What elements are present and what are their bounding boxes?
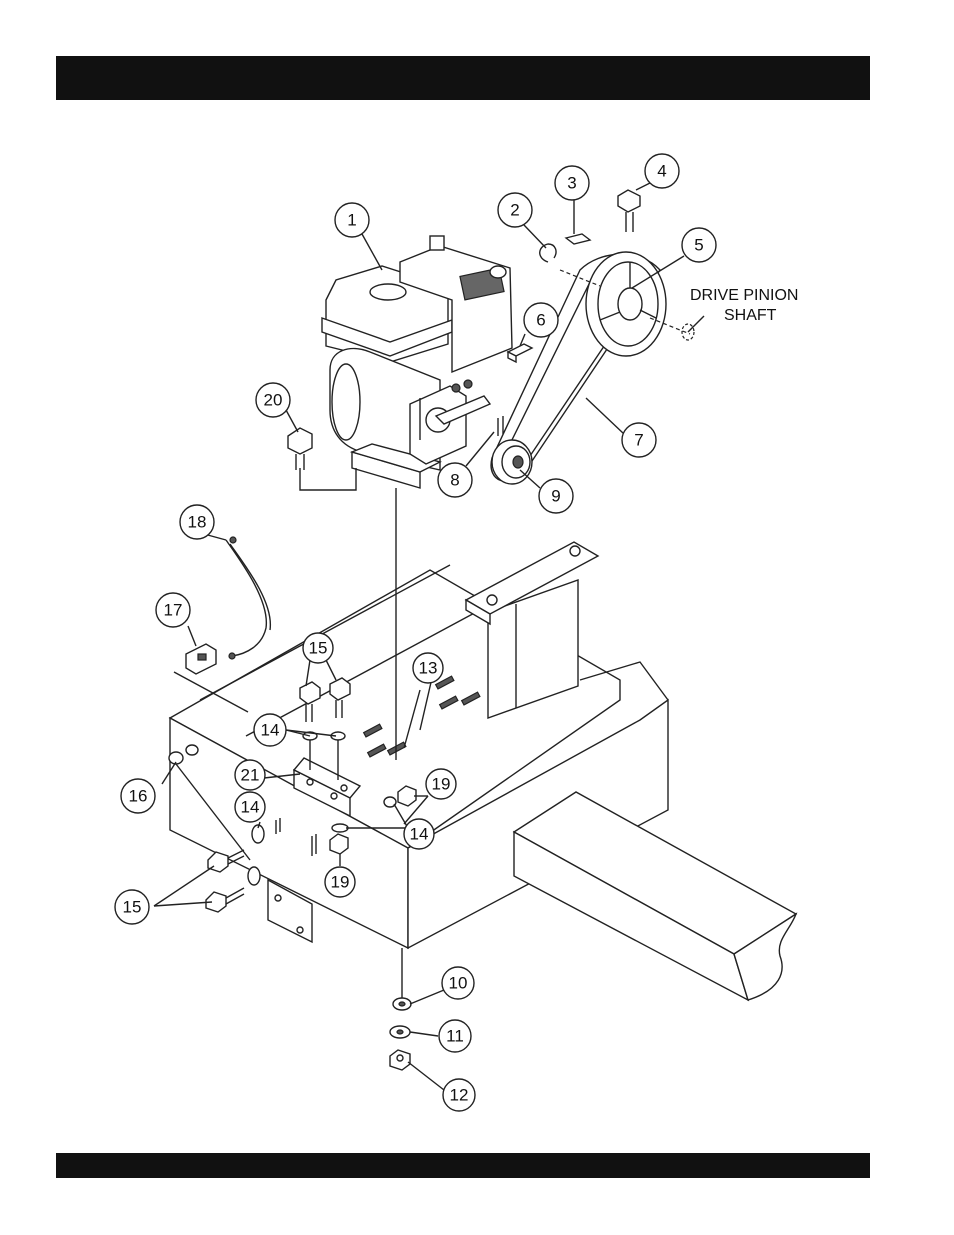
callout-15-lower: 15	[115, 890, 149, 924]
drive-pulley-5	[586, 252, 666, 356]
callout-20: 20	[256, 383, 290, 417]
svg-text:16: 16	[129, 787, 148, 806]
callout-14-right: 14	[404, 819, 434, 849]
callout-6: 6	[524, 303, 558, 337]
drive-pinion-label-line2: SHAFT	[724, 307, 777, 324]
svg-text:14: 14	[261, 721, 280, 740]
callout-14-upper: 14	[254, 714, 286, 746]
callout-19-lower: 19	[325, 867, 355, 897]
retaining-ring-2	[540, 244, 556, 262]
set-screw-8	[498, 416, 503, 436]
bolt-4	[618, 190, 640, 232]
wire-18	[226, 540, 266, 656]
callout-17: 17	[156, 593, 190, 627]
svg-text:8: 8	[450, 471, 459, 490]
drive-pinion-label-line1: DRIVE PINION	[690, 287, 798, 304]
washer-14f	[332, 824, 348, 832]
svg-text:10: 10	[449, 974, 468, 993]
callout-13: 13	[413, 653, 443, 683]
svg-text:9: 9	[551, 487, 560, 506]
engine	[322, 236, 512, 488]
svg-text:13: 13	[419, 659, 438, 678]
callout-2: 2	[498, 193, 532, 227]
callout-4: 4	[645, 154, 679, 188]
svg-text:21: 21	[241, 766, 260, 785]
svg-text:19: 19	[331, 873, 350, 892]
callout-15-upper: 15	[303, 633, 333, 663]
callout-14-left: 14	[235, 792, 265, 822]
svg-text:6: 6	[536, 311, 545, 330]
svg-text:4: 4	[657, 162, 666, 181]
svg-text:15: 15	[309, 639, 328, 658]
svg-text:14: 14	[241, 798, 260, 817]
key-3	[566, 234, 590, 244]
bolt-lower-2	[206, 888, 244, 912]
svg-text:11: 11	[446, 1027, 464, 1046]
svg-text:19: 19	[432, 775, 451, 794]
callout-3: 3	[555, 166, 589, 200]
svg-text:15: 15	[123, 898, 142, 917]
svg-text:18: 18	[188, 513, 207, 532]
svg-text:5: 5	[694, 236, 703, 255]
callout-19-right: 19	[426, 769, 456, 799]
washer-14d	[248, 867, 260, 885]
svg-text:7: 7	[634, 431, 643, 450]
svg-text:3: 3	[567, 174, 576, 193]
svg-text:17: 17	[164, 601, 183, 620]
switch-17	[186, 644, 216, 674]
callout-11: 11	[439, 1020, 471, 1052]
callout-21: 21	[235, 760, 265, 790]
engine-pulley-9	[492, 440, 532, 484]
svg-text:1: 1	[347, 211, 356, 230]
callout-8: 8	[438, 463, 472, 497]
svg-text:20: 20	[264, 391, 283, 410]
svg-text:2: 2	[510, 201, 519, 220]
svg-text:12: 12	[450, 1086, 469, 1105]
svg-text:14: 14	[410, 825, 429, 844]
callout-9: 9	[539, 479, 573, 513]
bolt-20	[288, 428, 312, 470]
callout-5: 5	[682, 228, 716, 262]
callout-16: 16	[121, 779, 155, 813]
callout-7: 7	[622, 423, 656, 457]
callout-12: 12	[443, 1079, 475, 1111]
callout-1: 1	[335, 203, 369, 237]
callout-18: 18	[180, 505, 214, 539]
callout-10: 10	[442, 967, 474, 999]
